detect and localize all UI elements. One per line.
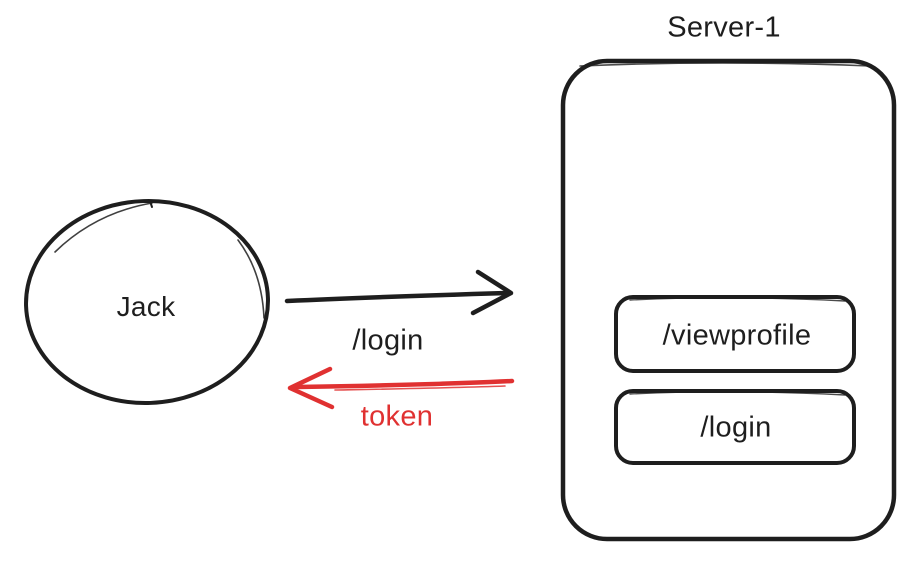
endpoint-viewprofile-box (614, 295, 856, 373)
response-arrow (287, 366, 515, 410)
response-arrow-label: token (360, 400, 434, 433)
request-arrow-label: /login (352, 324, 424, 357)
request-arrow (284, 269, 514, 316)
server-title: Server-1 (667, 11, 781, 44)
actor-label: Jack (116, 291, 176, 322)
actor-circle (24, 198, 270, 406)
endpoint-viewprofile-label: /viewprofile (662, 319, 812, 352)
server-box (560, 58, 897, 542)
endpoint-login-box (614, 389, 856, 465)
endpoint-login-label: /login (700, 411, 772, 444)
